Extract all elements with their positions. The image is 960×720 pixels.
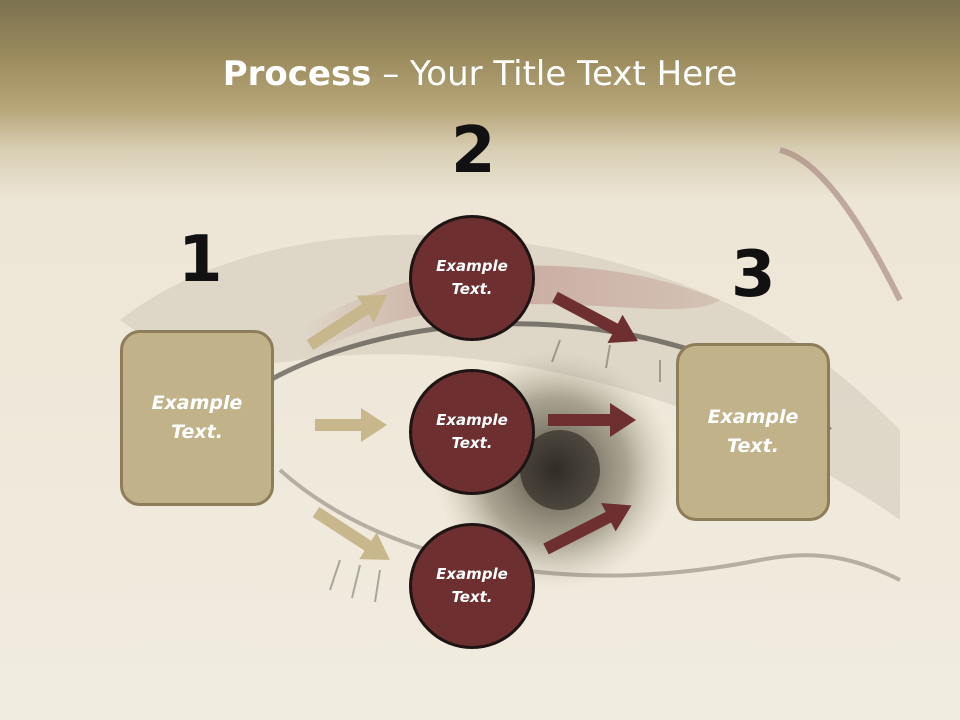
slide-title: Process – Your Title Text Here — [0, 52, 960, 96]
title-bold: Process — [222, 54, 372, 94]
circle-top-text: Example Text. — [436, 257, 508, 298]
arrow-up-right-left — [306, 294, 388, 351]
arrow-down-right-right — [552, 291, 638, 344]
step-number-3: 3 — [731, 238, 776, 312]
step-number-1: 1 — [178, 223, 223, 297]
step-box-1: Example Text. — [120, 330, 274, 506]
step-box-1-text: Example Text. — [151, 392, 243, 443]
step-box-3: Example Text. — [676, 343, 830, 521]
process-circle-bottom: Example Text. — [409, 523, 535, 649]
arrow-right-left — [315, 408, 387, 442]
circle-middle-text: Example Text. — [436, 411, 508, 452]
step-number-2: 2 — [451, 114, 496, 188]
step-box-3-text: Example Text. — [707, 406, 799, 457]
arrow-up-right-right — [543, 502, 632, 555]
title-rest: – Your Title Text Here — [371, 54, 738, 94]
process-circle-top: Example Text. — [409, 215, 535, 341]
arrow-right-right — [548, 403, 636, 437]
process-circle-middle: Example Text. — [409, 369, 535, 495]
arrow-down-right-left — [312, 506, 390, 560]
circle-bottom-text: Example Text. — [436, 565, 508, 606]
